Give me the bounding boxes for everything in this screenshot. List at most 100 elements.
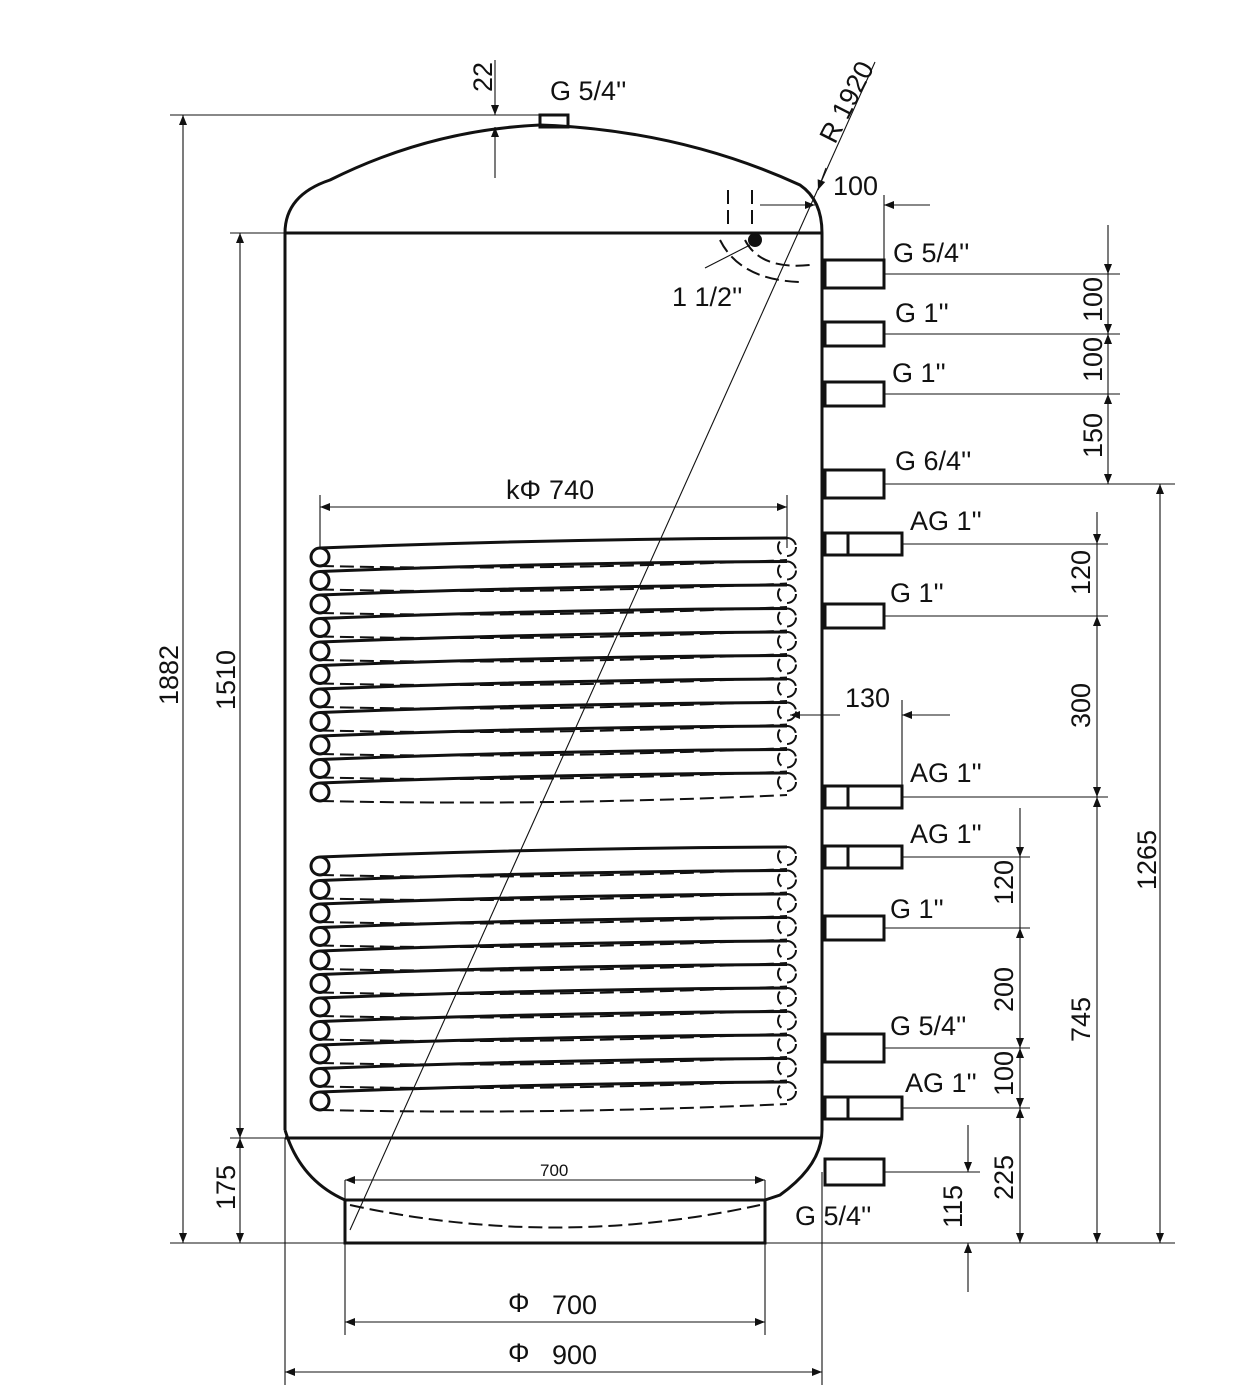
dim-label: 100 — [989, 1051, 1019, 1096]
dim-label: 100 — [1078, 337, 1108, 382]
fitting-label: G 5/4'' — [795, 1201, 871, 1231]
coil-front-line — [319, 607, 788, 620]
thread-fitting — [823, 468, 886, 500]
sensor-dot — [748, 233, 762, 247]
coil-turn-section — [309, 973, 331, 994]
external-thread-fitting — [823, 531, 904, 557]
dim-total-height: 1882 — [154, 645, 184, 705]
coil-turn-section — [309, 664, 331, 685]
coil-turn-section — [777, 678, 797, 698]
coil-turn-section — [777, 940, 797, 960]
coil-turn-section — [777, 1057, 797, 1078]
coil-front-line — [319, 771, 788, 785]
coil-turn-section — [309, 687, 331, 709]
phi-symbol: Φ — [508, 1288, 530, 1318]
coil-turn-section — [309, 570, 331, 591]
coil-turn-section — [309, 617, 331, 638]
fittings — [823, 258, 904, 1187]
dim-label: 120 — [989, 860, 1019, 905]
external-thread-fitting — [823, 1095, 904, 1121]
coil-turn-section — [777, 987, 797, 1007]
coil-front-line — [319, 986, 788, 1000]
phi-symbol: Φ — [520, 475, 542, 505]
dim-label: 115 — [938, 1185, 968, 1228]
labels: 22 G 5/4'' R 1920 100 1 1/2'' G 5/4'' G … — [154, 57, 1162, 1370]
dim-label: 300 — [1066, 683, 1096, 728]
coil-front-line — [319, 1080, 788, 1094]
coil-front-line — [319, 963, 788, 976]
coil-front-line — [319, 845, 788, 859]
dim-label: 120 — [1066, 550, 1096, 595]
thread-fitting — [823, 380, 886, 408]
coil-front-line — [319, 654, 788, 667]
fitting-label: G 1'' — [892, 358, 946, 388]
coil-turn-section — [777, 631, 797, 651]
coil-turn-section — [777, 963, 797, 984]
coil-front-line — [319, 869, 788, 882]
coil-turn-section — [309, 996, 331, 1018]
coil-front-line — [319, 724, 788, 738]
thread-fitting — [823, 914, 886, 942]
coil-front-line — [319, 560, 788, 573]
dim-dome-22: 22 — [468, 62, 498, 92]
coil-back-line — [319, 794, 788, 804]
coil-front-line — [319, 1010, 788, 1023]
coil-turn-section — [309, 855, 331, 877]
fitting-label: G 1'' — [890, 578, 944, 608]
coil-turn-section — [777, 869, 797, 890]
dim-stand-width: 700 — [540, 1161, 568, 1180]
coil-turn-section — [777, 1081, 797, 1101]
dim-label: 225 — [989, 1155, 1019, 1200]
coil-turn-section — [309, 1020, 331, 1041]
coil-turn-section — [777, 1010, 797, 1031]
coil-turn-section — [309, 781, 331, 803]
coil-turn-section — [777, 748, 797, 769]
dim-offset-100: 100 — [833, 171, 878, 201]
coil-turn-section — [777, 725, 797, 745]
coil-front-line — [319, 892, 788, 906]
fitting-label: AG 1'' — [910, 819, 982, 849]
coil-turn-section — [309, 902, 331, 924]
coil-turn-section — [309, 734, 331, 756]
dim-label: 200 — [989, 967, 1019, 1012]
coil-turn-section — [777, 584, 797, 604]
dim-diameter-900: 900 — [552, 1340, 597, 1370]
coil-front-line — [319, 583, 788, 597]
dim-cylinder-height: 1510 — [211, 650, 241, 710]
fitting-label: G 1'' — [890, 894, 944, 924]
fitting-label: G 5/4'' — [890, 1011, 966, 1041]
coil-turn-section — [309, 1043, 331, 1065]
coil-turn-section — [309, 546, 331, 568]
coil-turn-section — [777, 916, 797, 937]
external-thread-fitting — [823, 844, 904, 870]
top-fitting — [538, 113, 570, 129]
fitting-label: G 1'' — [895, 298, 949, 328]
coil-turn-section — [777, 701, 797, 722]
coil-back-line — [319, 1103, 788, 1113]
label-top-fitting: G 5/4'' — [550, 76, 626, 106]
coil-front-line — [319, 748, 788, 761]
external-thread-fitting — [823, 784, 904, 810]
coil-diameter-value: 740 — [549, 475, 594, 505]
radius-line — [349, 61, 876, 1231]
coil-front-line — [319, 916, 788, 929]
fitting-label: AG 1'' — [910, 758, 982, 788]
dim-base-height: 175 — [211, 1165, 241, 1210]
coil-front-line — [319, 1033, 788, 1047]
thread-fitting — [823, 1157, 886, 1187]
coil-front-line — [319, 701, 788, 714]
fitting-label: AG 1'' — [910, 506, 982, 536]
coil-turn-section — [777, 846, 797, 866]
coil-turn-section — [777, 893, 797, 913]
coil-turn-section — [309, 758, 331, 779]
coil-front-line — [319, 1057, 788, 1070]
coil-turn-section — [777, 607, 797, 628]
coil-turn-section — [309, 1090, 331, 1112]
dim-diameter-700: 700 — [552, 1290, 597, 1320]
heat-exchanger-coils — [309, 536, 797, 1113]
coil-turn-section — [777, 772, 797, 792]
thread-fitting — [823, 320, 886, 348]
coil-turn-section — [309, 1067, 331, 1088]
